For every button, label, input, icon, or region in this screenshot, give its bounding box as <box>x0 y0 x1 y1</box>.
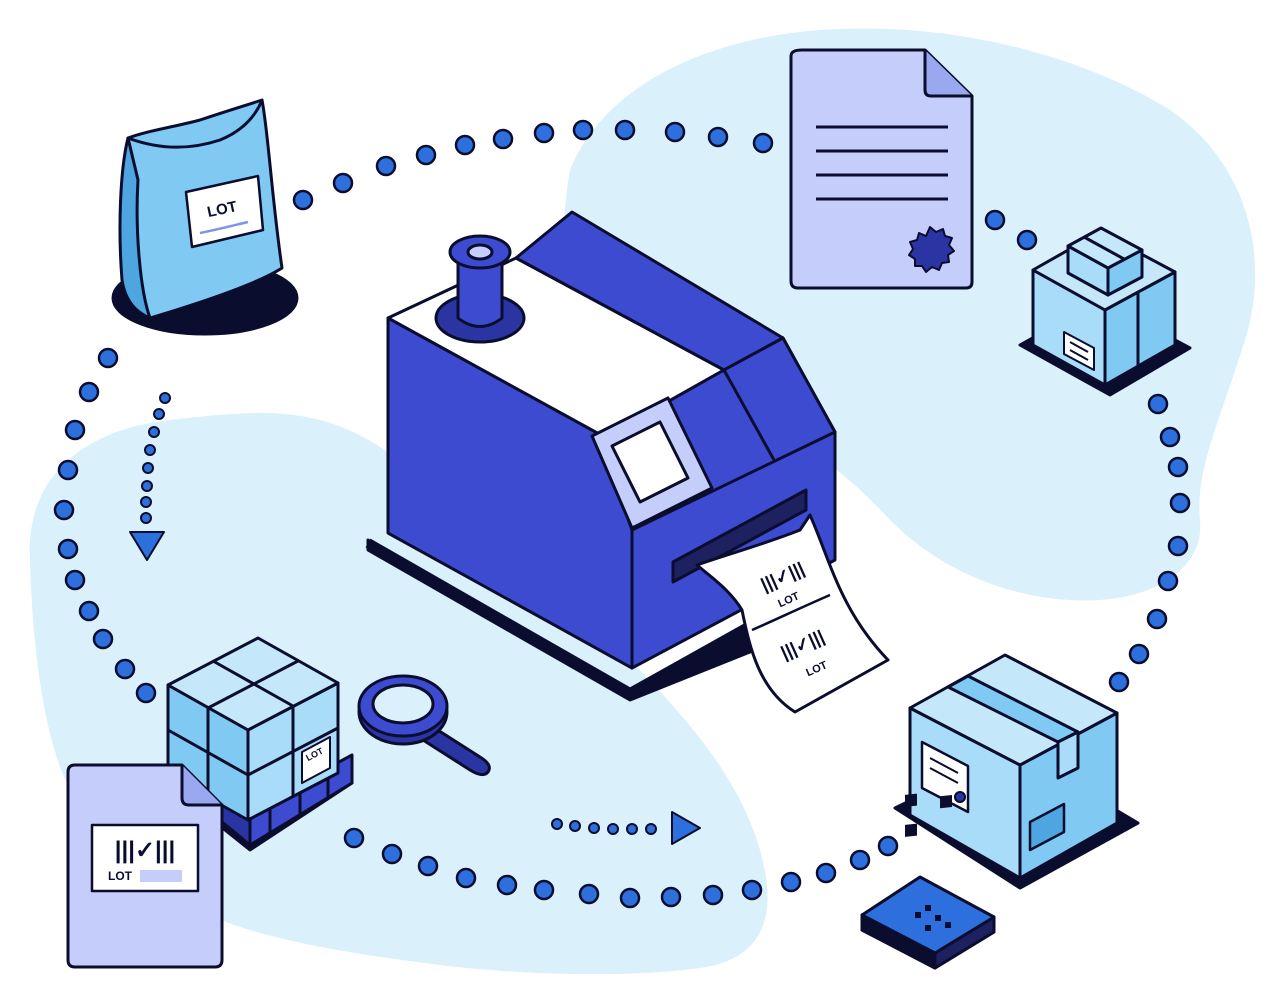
doc-barcode-check: |||✓||| <box>115 837 175 864</box>
qr-code-icon <box>860 793 996 970</box>
flow-dots-outer <box>53 119 1191 909</box>
certificate-document-icon <box>789 48 974 290</box>
lot-sack-icon: LOT <box>111 98 299 336</box>
flow-arrow-icon <box>671 811 701 845</box>
shipping-box-icon <box>893 653 1140 890</box>
stacked-boxes-icon <box>1018 226 1192 397</box>
magnifier-icon <box>357 674 491 777</box>
doc-lot-text: LOT <box>108 869 133 883</box>
background-blob-right <box>563 28 1256 601</box>
label-ribbon: |||✓||| LOT |||✓||| LOT <box>695 513 890 714</box>
lot-document-icon: |||✓||| LOT <box>66 763 224 969</box>
flow-arrow-right <box>551 811 701 845</box>
flow-arrow-down <box>129 392 171 561</box>
flow-arrow-icon <box>129 531 165 561</box>
sack-lot-text: LOT <box>206 198 239 221</box>
label-printer-icon <box>365 210 837 702</box>
